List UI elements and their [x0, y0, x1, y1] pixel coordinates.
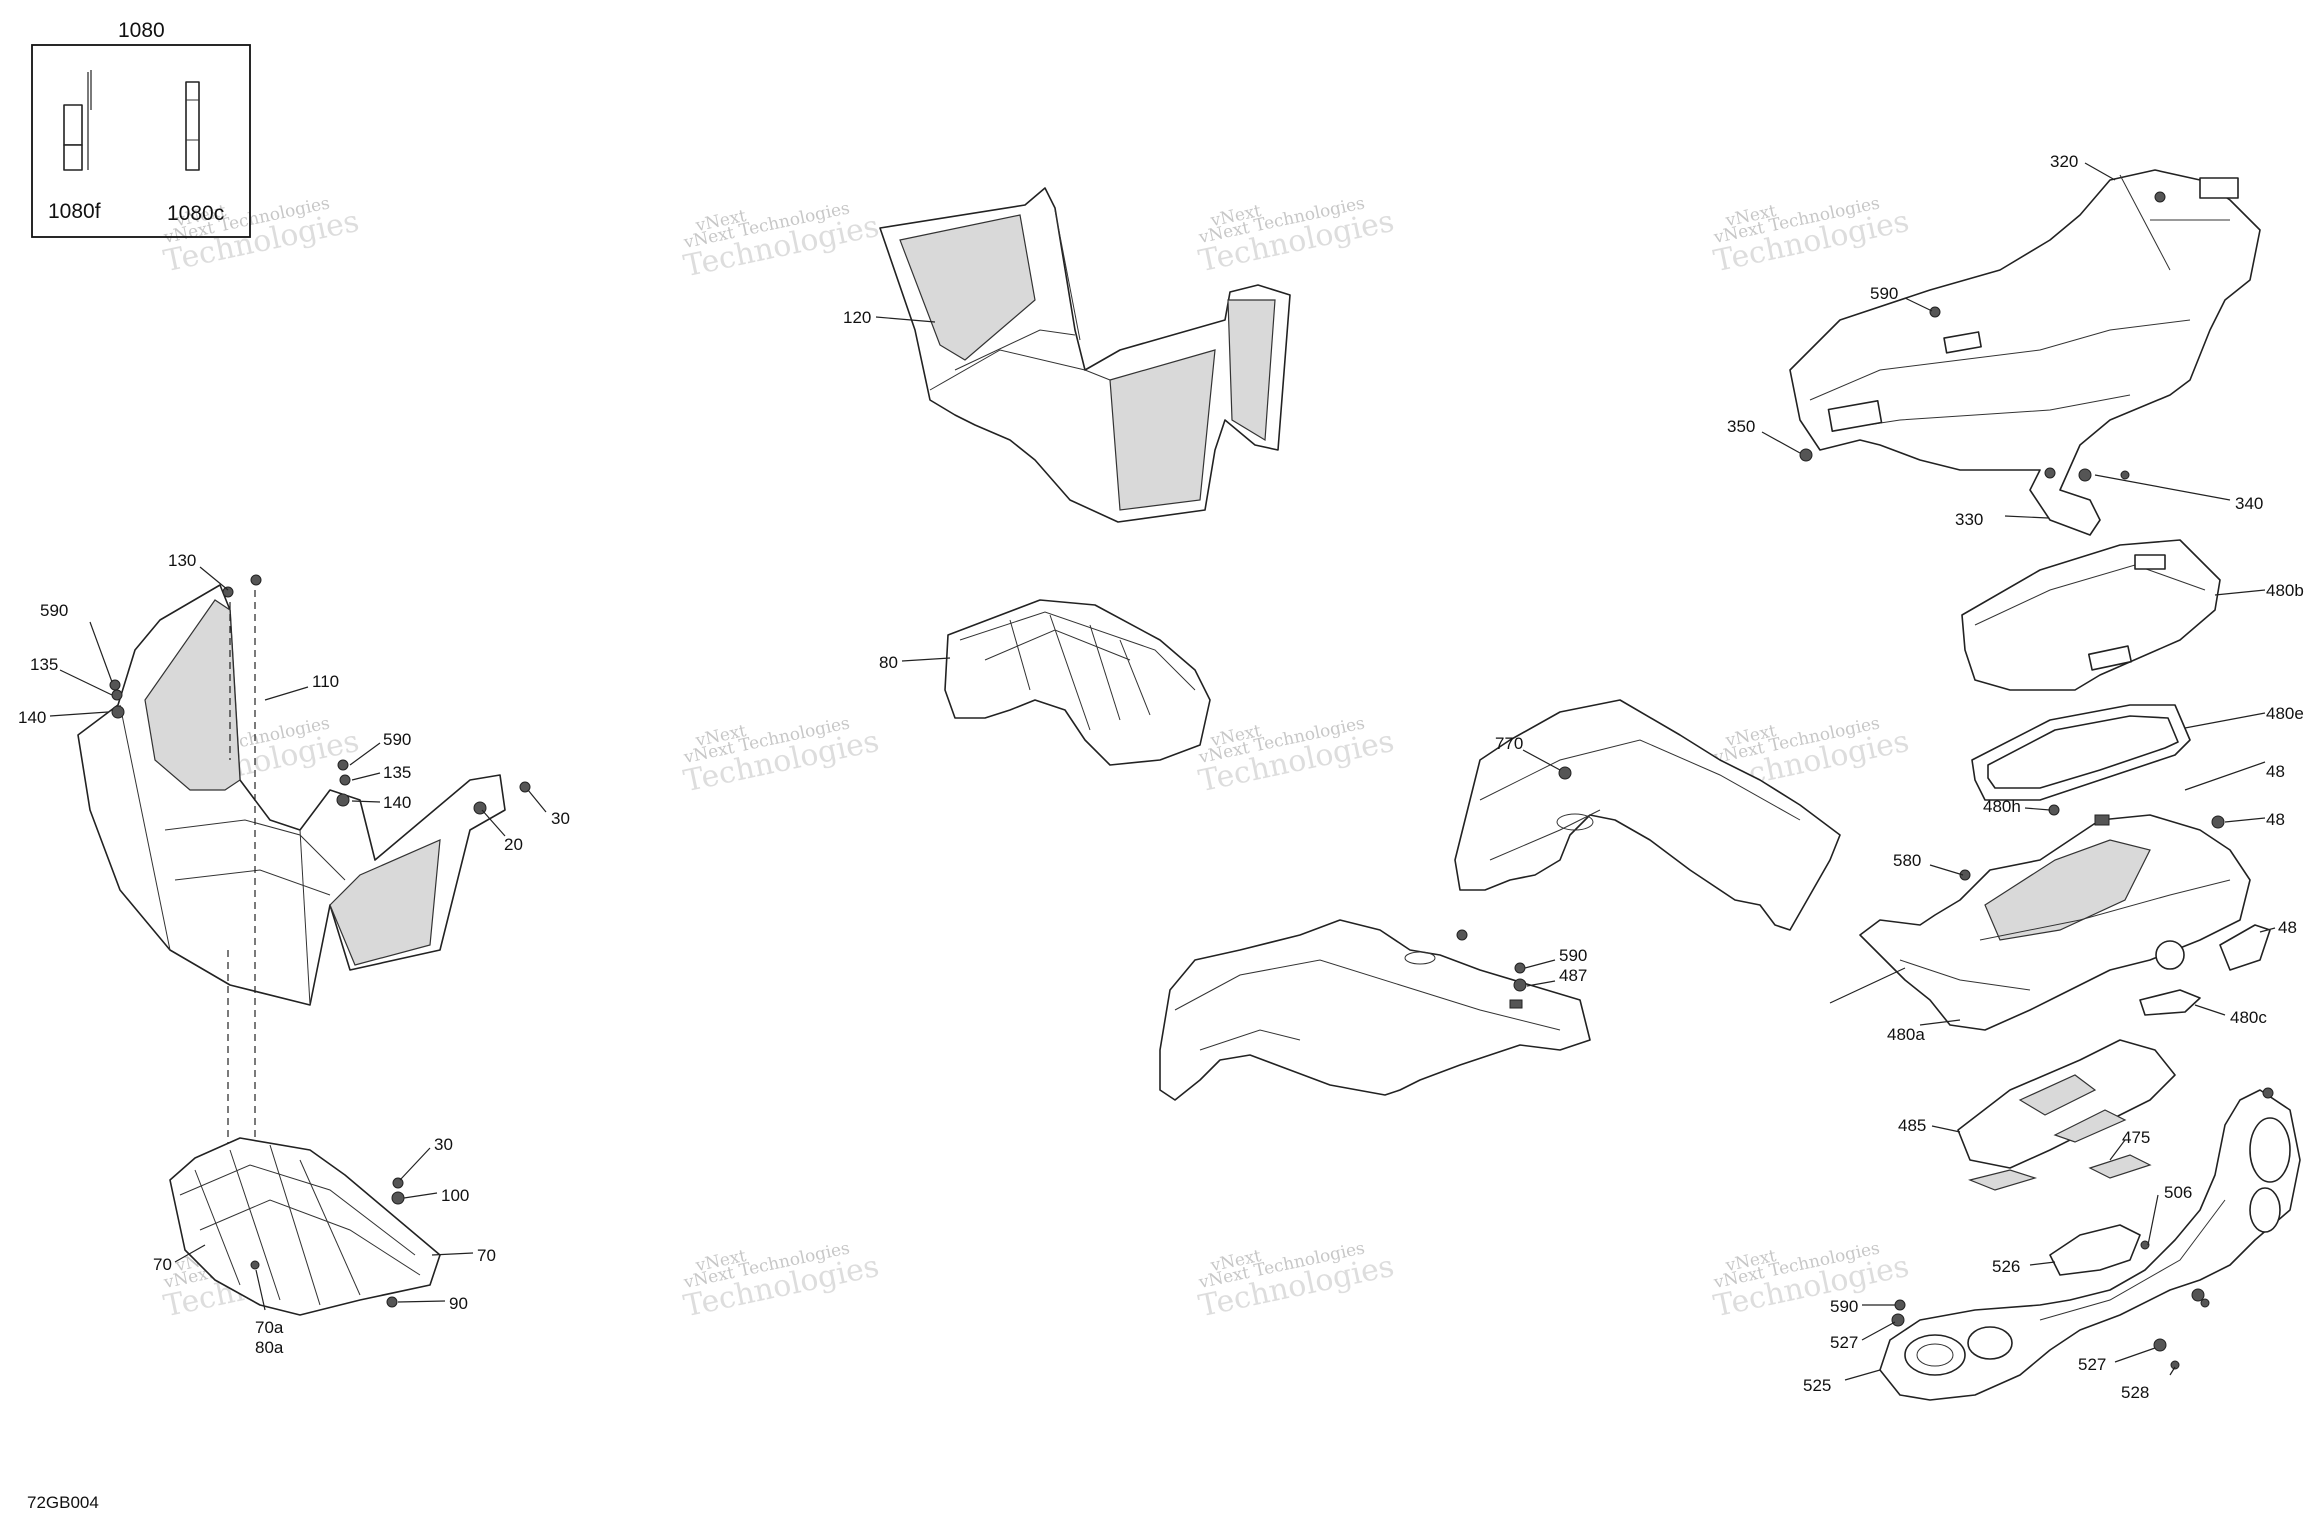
callout-48-b: 48	[2266, 810, 2285, 829]
callout-90: 90	[449, 1294, 468, 1313]
hardware-floorboard	[250, 1177, 405, 1308]
watermark: vNext vNext Technologies Technologies	[1711, 193, 1912, 279]
callout-80: 80	[879, 653, 898, 672]
part-front-fender-right	[1454, 699, 1841, 931]
callout-475: 475	[2122, 1128, 2150, 1147]
part-480c-strip	[2139, 989, 2201, 1016]
callout-330: 330	[1955, 510, 1983, 529]
drawing-code: 72GB004	[27, 1493, 99, 1512]
callout-770: 770	[1495, 734, 1523, 753]
callout-30-upper: 30	[551, 809, 570, 828]
hardware-left	[109, 574, 531, 815]
callout-70a: 70a	[255, 1318, 284, 1337]
part-475-pads	[1968, 1154, 2152, 1191]
callout-20: 20	[504, 835, 523, 854]
callout-487: 487	[1559, 966, 1587, 985]
callout-580: 580	[1893, 851, 1921, 870]
callout-110: 110	[312, 672, 339, 691]
callout-135-mid: 135	[383, 763, 411, 782]
kit-item-1080c: 1080c	[167, 202, 224, 225]
callout-527-right: 527	[2078, 1355, 2106, 1374]
callout-130: 130	[168, 551, 196, 570]
callout-80a: 80a	[255, 1338, 284, 1357]
part-485-skid-plate	[1957, 1039, 2176, 1169]
callout-506: 506	[2164, 1183, 2192, 1202]
watermark: vNext vNext Technologies Technologies	[1196, 713, 1397, 799]
callout-100: 100	[441, 1186, 469, 1205]
callout-525: 525	[1803, 1376, 1831, 1395]
callout-480b: 480b	[2266, 581, 2304, 600]
callout-30-lower: 30	[434, 1135, 453, 1154]
callout-480a: 480a	[1887, 1025, 1925, 1044]
callout-140-left: 140	[18, 708, 46, 727]
callout-590-bumper: 590	[1830, 1297, 1858, 1316]
part-480b-lid	[1961, 539, 2221, 691]
part-526-cover	[2049, 1224, 2141, 1276]
part-480d-latch	[2219, 924, 2271, 971]
callout-528: 528	[2121, 1383, 2149, 1402]
callout-120: 120	[843, 308, 871, 327]
callout-526: 526	[1992, 1257, 2020, 1276]
callout-480c: 480c	[2230, 1008, 2267, 1027]
callout-70-right: 70	[477, 1246, 496, 1265]
callout-480e: 480e	[2266, 704, 2304, 723]
part-80-support-frame	[944, 599, 1211, 766]
part-70-floorboard	[169, 1137, 441, 1316]
callout-48-c: 48	[2278, 918, 2297, 937]
callout-140-mid: 140	[383, 793, 411, 812]
watermark: vNext vNext Technologies Technologies	[1711, 1238, 1912, 1324]
hardware-rack	[1799, 191, 2166, 482]
hardware-fender	[1456, 766, 1572, 1009]
hardware-bumper	[1891, 1087, 2274, 1370]
callout-485: 485	[1898, 1116, 1926, 1135]
part-525-front-bumper	[1879, 1089, 2301, 1401]
callout-48-a: 48	[2266, 762, 2285, 781]
watermark: vNext vNext Technologies Technologies	[161, 193, 362, 279]
callout-590-mid: 590	[383, 730, 411, 749]
wrench-tool-icon	[185, 81, 200, 171]
kit-box-1080: 1080 1080f 1080c	[31, 19, 251, 238]
part-480a-bin	[1859, 814, 2251, 1031]
kit-box-title: 1080	[118, 19, 165, 42]
part-480e-seal	[1971, 704, 2191, 801]
watermark: vNext vNext Technologies Technologies	[681, 198, 882, 284]
part-120-center-console	[879, 187, 1291, 523]
watermark: vNext vNext Technologies Technologies	[681, 1238, 882, 1324]
callout-590-rack: 590	[1870, 284, 1898, 303]
callout-70-left: 70	[153, 1255, 172, 1274]
callout-590-left: 590	[40, 601, 68, 620]
watermark: vNext vNext Technologies Technologies	[1196, 1238, 1397, 1324]
screwdriver-tool-icon	[63, 70, 92, 171]
kit-box-frame	[31, 44, 251, 238]
callout-527-left: 527	[1830, 1333, 1858, 1352]
part-110-footwell	[77, 584, 506, 1006]
part-front-fender-left	[1159, 919, 1591, 1101]
kit-item-1080f: 1080f	[48, 200, 101, 223]
watermark: vNext vNext Technologies Technologies	[1196, 193, 1397, 279]
callout-480h: 480h	[1983, 797, 2021, 816]
watermark: vNext vNext Technologies Technologies	[681, 713, 882, 799]
callout-590-fender: 590	[1559, 946, 1587, 965]
callout-320: 320	[2050, 152, 2078, 171]
callout-135-left: 135	[30, 655, 58, 674]
callout-340: 340	[2235, 494, 2263, 513]
part-320-rear-rack	[1789, 169, 2261, 536]
callout-350: 350	[1727, 417, 1755, 436]
